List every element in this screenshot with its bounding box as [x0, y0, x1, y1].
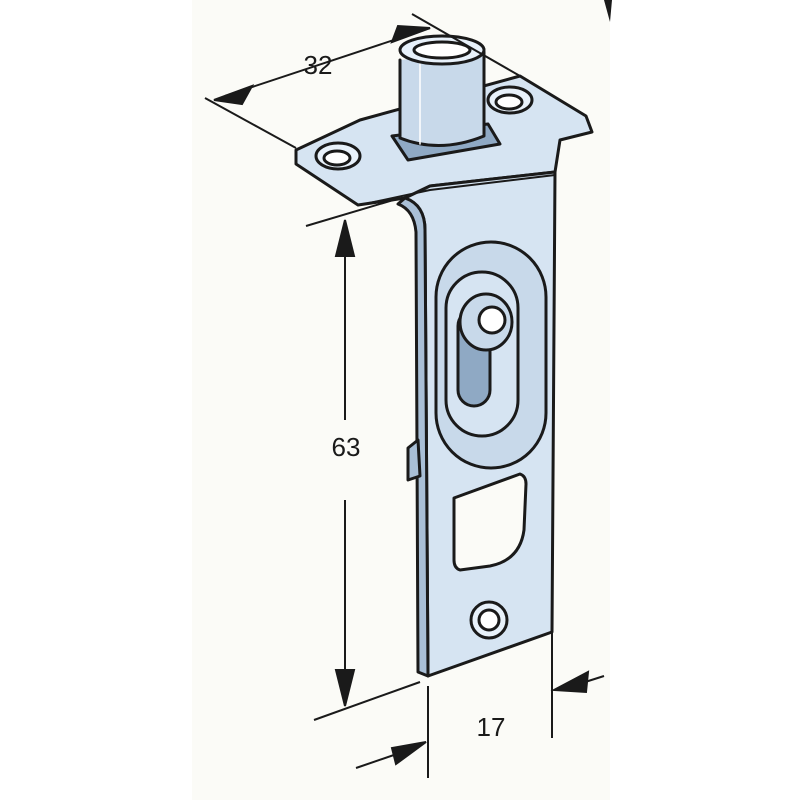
dimension-label-17: 17 — [477, 712, 506, 742]
bend-line — [359, 174, 556, 206]
corner-mark — [604, 0, 612, 22]
plate-edge-shade — [396, 196, 430, 678]
dimension-63 — [305, 197, 421, 721]
dimension-label-63: 63 — [332, 432, 361, 462]
dimension-17 — [355, 632, 605, 778]
dimension-32 — [204, 13, 521, 149]
strike-window — [452, 472, 528, 572]
bolt-pin — [398, 34, 486, 147]
flange-hole-right — [486, 85, 534, 115]
flange-hole-left — [314, 141, 362, 171]
side-tab — [406, 438, 422, 482]
dimension-label-32: 32 — [304, 50, 333, 80]
bolt-latch-drawing — [294, 34, 594, 678]
slider-knob — [458, 292, 514, 352]
bottom-screw-hole — [469, 600, 509, 640]
